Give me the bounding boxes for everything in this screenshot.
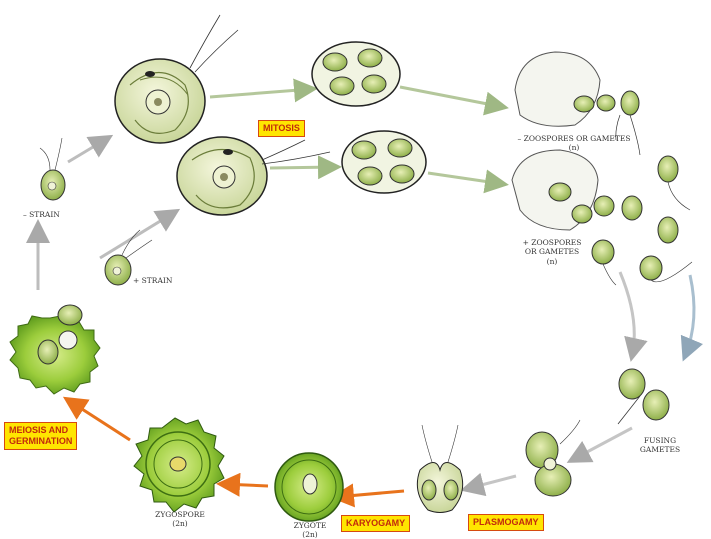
zygospore-2n — [133, 417, 225, 513]
fusing-gametes-pair — [617, 368, 670, 425]
plasmogamy-pair — [525, 419, 581, 497]
karyogamy-stage-box: KARYOGAMY — [341, 515, 411, 532]
fused-gamete-pair — [416, 424, 464, 513]
plus-zoospores-label: + ZOOSPORES OR GAMETES (n) — [502, 238, 602, 266]
minus-strain-cell — [39, 137, 66, 201]
large-vegetative-cell-minus — [114, 14, 239, 144]
zygote-label: ZYGOTE (2n) — [285, 521, 335, 539]
plus-zoospores-line3: (n) — [546, 256, 558, 266]
zygospore-label: ZYGOSPORE (2n) — [150, 510, 210, 529]
four-cell-sporangium-top — [311, 41, 401, 107]
arrow-fusing-to-plasmogamy — [566, 426, 633, 463]
plus-zoospores-line1: + ZOOSPORES — [522, 238, 582, 247]
zygospore-line2: (2n) — [172, 519, 188, 529]
plus-strain-label: + STRAIN — [133, 276, 173, 285]
plus-zoospore-release — [511, 149, 615, 231]
arrow-plus-gametes-down — [618, 271, 648, 362]
mitosis-stage-box: MITOSIS — [258, 120, 305, 137]
minus-zoospores-line2: (n) — [568, 143, 580, 153]
arrow-meiosis-germination — [62, 396, 131, 442]
four-cell-sporangium-bottom — [341, 130, 427, 194]
free-gametes-group — [591, 155, 693, 286]
fusing-gametes-line2: GAMETES — [639, 445, 681, 455]
plasmogamy-stage-box: PLASMOGAMY — [468, 514, 544, 531]
arrow-minus-to-large-cell — [67, 134, 114, 164]
zygote-line2: (2n) — [302, 530, 318, 539]
zygote-2n — [274, 452, 344, 522]
minus-zoospore-release — [514, 51, 641, 156]
arrow-karyogamy — [330, 483, 405, 508]
meiosis-line2: GERMINATION — [9, 435, 73, 446]
zygospore-line1: ZYGOSPORE — [155, 510, 205, 519]
meiosis-germination-stage-box: MEIOSIS AND GERMINATION — [4, 422, 78, 450]
arrow-minus-gametes-down — [680, 274, 703, 362]
plus-zoospores-line2: OR GAMETES — [524, 247, 580, 257]
arrow-plasmogamy-to-zygote-pair — [460, 472, 517, 497]
minus-zoospores-line1: – ZOOSPORES OR GAMETES — [517, 134, 631, 143]
arrow-four-cell-top-to-zoospores — [399, 85, 509, 116]
minus-strain-label: – STRAIN — [23, 210, 60, 219]
fusing-gametes-label: FUSING GAMETES — [632, 436, 688, 455]
arrow-large-to-four-cell-bottom — [269, 155, 342, 180]
fusing-gametes-line1: FUSING — [643, 436, 677, 445]
arrow-zygote-to-zygospore — [216, 472, 269, 497]
large-vegetative-cell-plus — [176, 136, 331, 216]
arrow-large-to-four-cell-top — [209, 78, 318, 103]
arrow-plus-strain-up — [99, 208, 181, 260]
germinating-zygospore — [9, 304, 101, 395]
zygote-line1: ZYGOTE — [293, 521, 327, 530]
arrow-four-cell-bottom-to-zoospores — [427, 169, 509, 194]
plus-strain-cell — [104, 229, 153, 286]
minus-zoospores-label: – ZOOSPORES OR GAMETES (n) — [504, 134, 644, 153]
meiosis-line1: MEIOSIS AND — [9, 425, 69, 435]
